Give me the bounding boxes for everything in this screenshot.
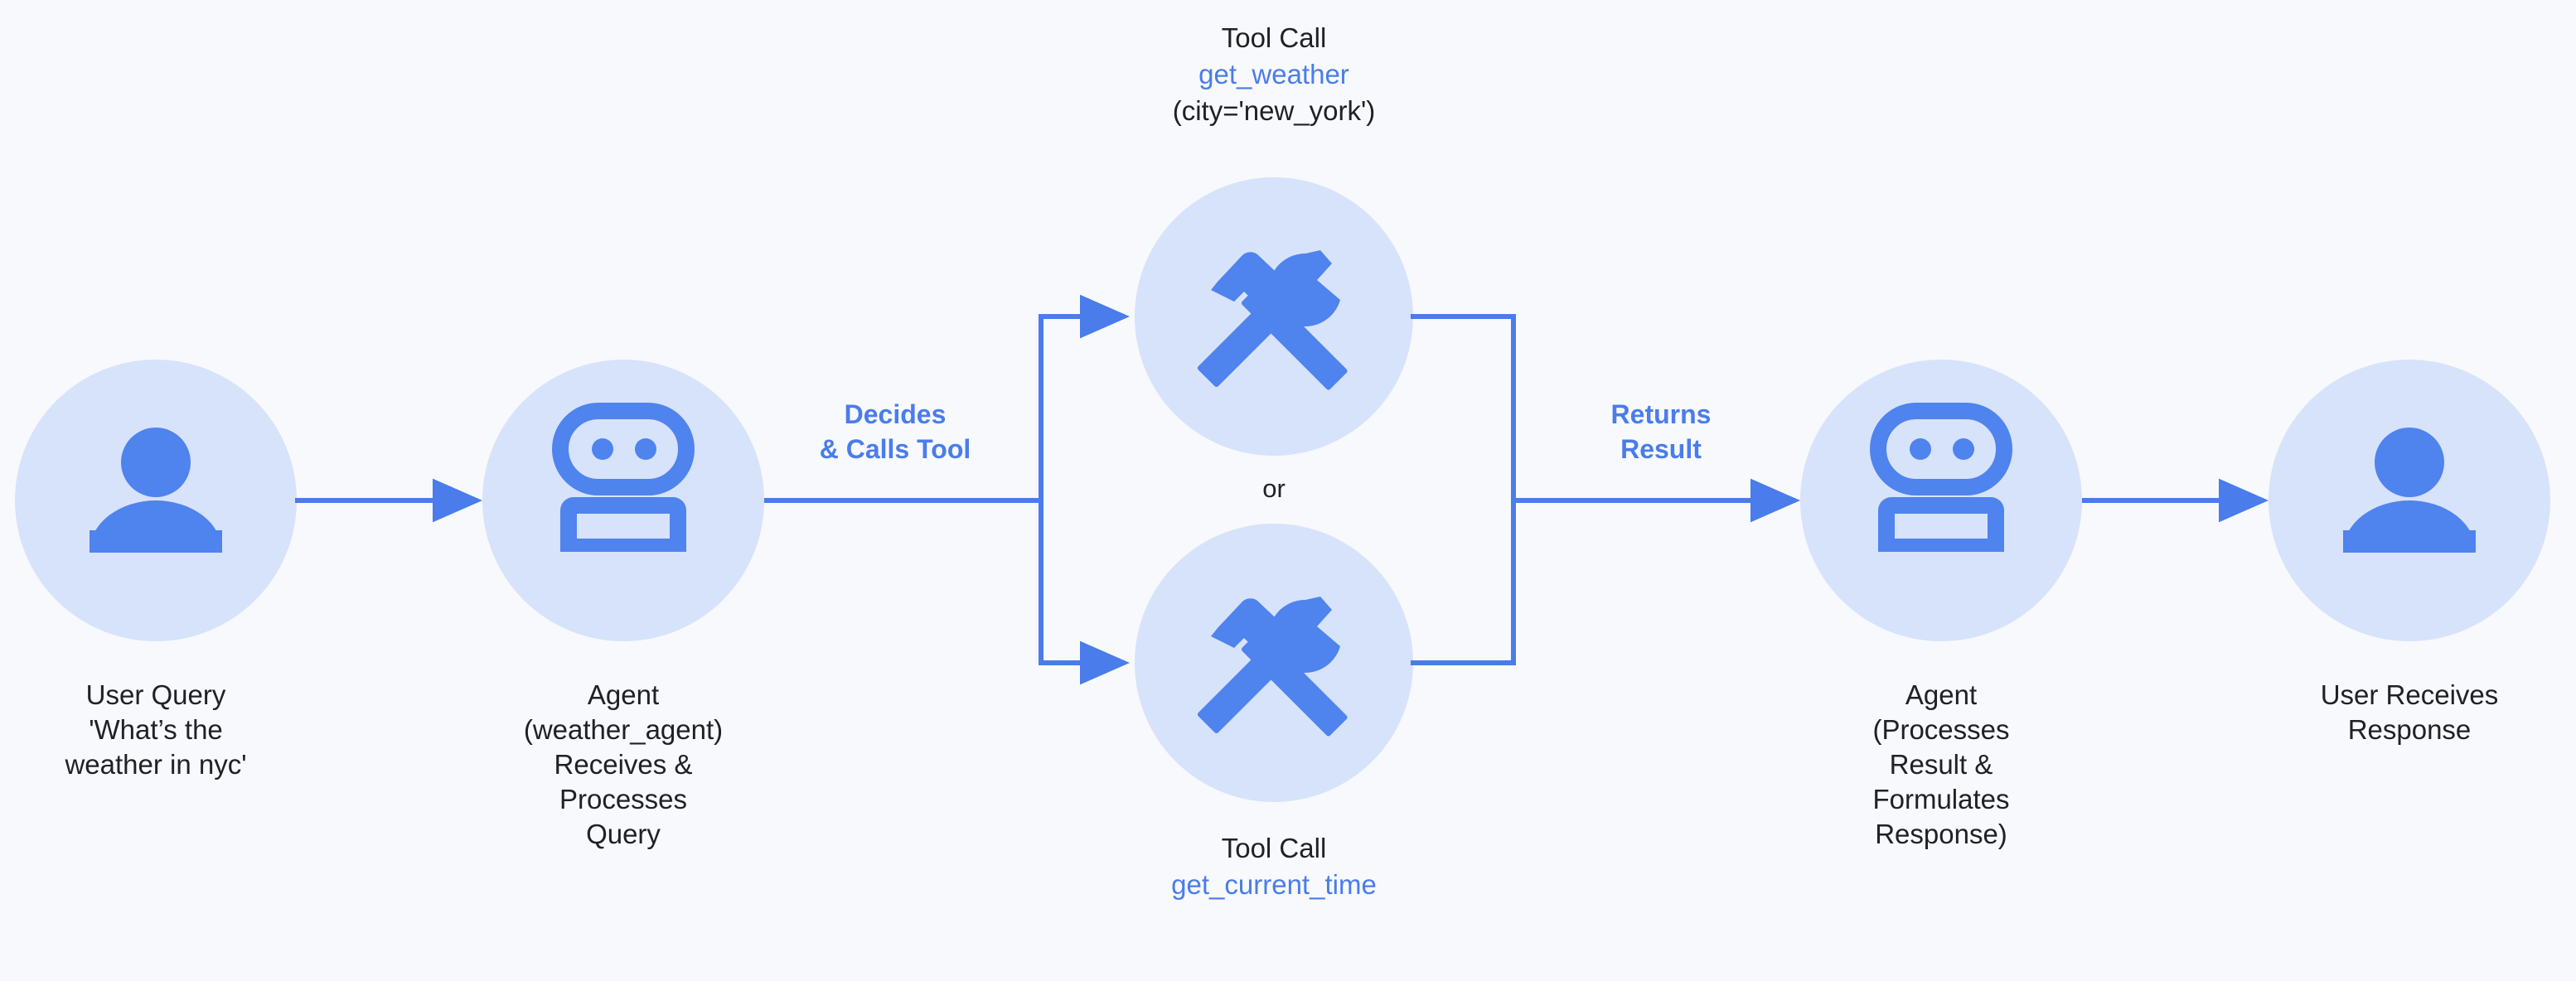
tool-label-weather: Tool Call get_weather (city='new_york') (1092, 20, 1456, 129)
node-label-agent-processes: Agent (Processes Result & Formulates Res… (1872, 679, 2010, 849)
tool-label-current-time: Tool Call get_current_time (1092, 830, 1456, 903)
tool-call-title: Tool Call (1221, 22, 1327, 53)
tool-function-name: get_current_time (1171, 869, 1377, 900)
person-icon (2343, 428, 2476, 553)
tools-icon (1197, 250, 1348, 390)
tool-function-args: (city='new_york') (1172, 95, 1376, 126)
tool-function-name: get_weather (1198, 59, 1349, 89)
branch-separator-label: or (1262, 474, 1286, 503)
person-icon (90, 428, 222, 553)
edge-label-returns-result: Returns Result (1610, 399, 1712, 464)
robot-icon (552, 403, 695, 552)
node-label-agent-receives: Agent (weather_agent) Receives & Process… (523, 679, 724, 849)
node-label-user-receives: User Receives Response (2320, 679, 2499, 745)
robot-icon (1870, 403, 2012, 552)
tool-call-title: Tool Call (1221, 833, 1327, 863)
edge-label-decides-calls-tool: Decides & Calls Tool (819, 399, 971, 464)
node-label-user-query: User Query 'What’s the weather in nyc' (65, 679, 247, 780)
tools-icon (1197, 597, 1348, 737)
